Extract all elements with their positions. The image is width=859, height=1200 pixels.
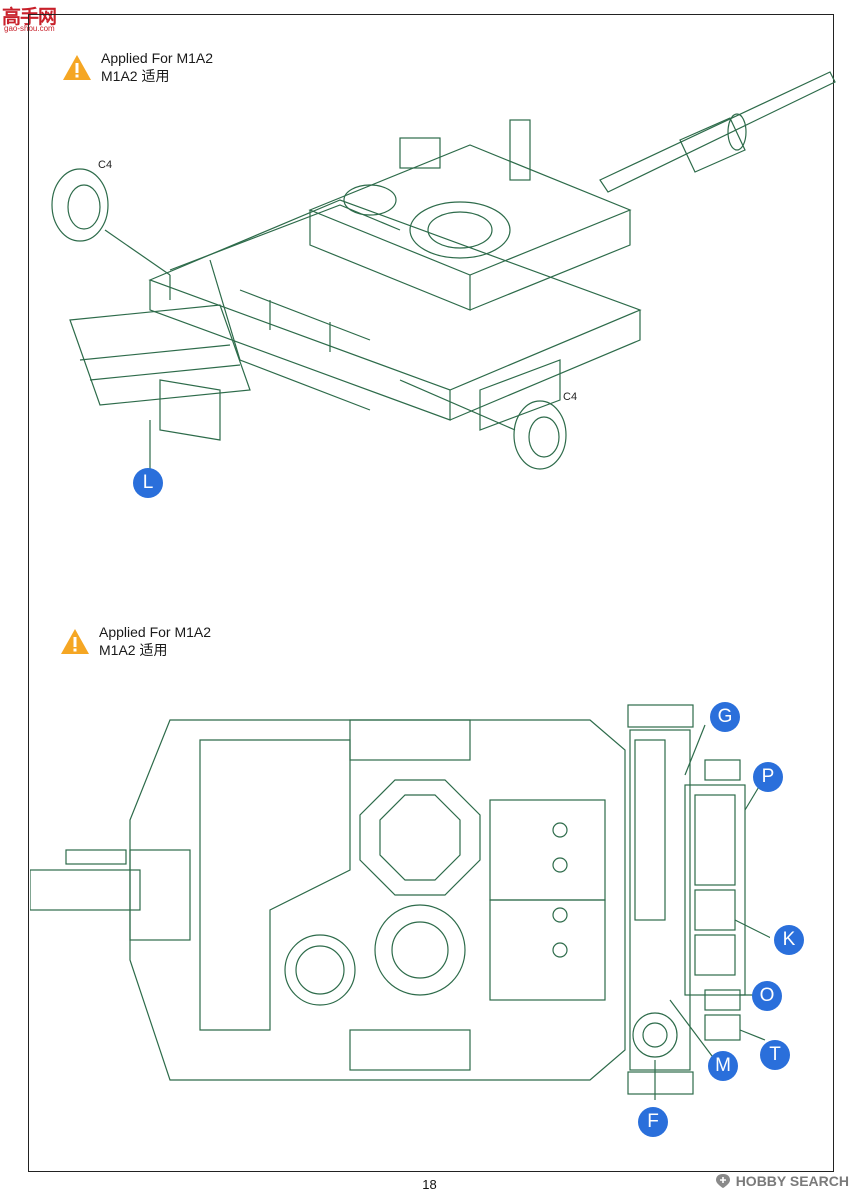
- warning-icon: [63, 54, 91, 80]
- notice-line-cn: M1A2 适用: [99, 642, 168, 658]
- applicability-notice-2: Applied For M1A2 M1A2 适用: [60, 623, 211, 659]
- callout-P: P: [753, 762, 783, 792]
- page-number: 18: [422, 1177, 437, 1192]
- notice-line-cn: M1A2 适用: [101, 68, 170, 84]
- page-frame: [28, 14, 834, 1172]
- callout-L: L: [133, 468, 163, 498]
- notice-line-en: Applied For M1A2: [99, 624, 212, 640]
- callout-F: F: [638, 1107, 668, 1137]
- site-logo: 高手网 gao-shou.com: [2, 2, 72, 36]
- hobby-search-icon: [715, 1174, 730, 1188]
- callout-O: O: [752, 981, 782, 1011]
- top-view-turret-drawing: [30, 704, 770, 1100]
- part-label-c4-upper: C4: [98, 159, 113, 171]
- watermark-logo: HOBBY SEARCH: [714, 1172, 849, 1190]
- callout-G: G: [710, 702, 740, 732]
- part-label-c4-lower: C4: [563, 391, 578, 403]
- warning-icon: [61, 628, 89, 654]
- callout-M: M: [708, 1051, 738, 1081]
- callout-K: K: [774, 925, 804, 955]
- applicability-notice-1: Applied For M1A2 M1A2 适用: [62, 49, 213, 85]
- callout-T: T: [760, 1040, 790, 1070]
- notice-line-en: Applied For M1A2: [101, 50, 214, 66]
- watermark-text: HOBBY SEARCH: [735, 1173, 849, 1189]
- isometric-tank-drawing: [51, 71, 836, 470]
- site-logo-glyphs: 高手网: [2, 6, 57, 28]
- site-logo-domain: gao-shou.com: [4, 24, 55, 33]
